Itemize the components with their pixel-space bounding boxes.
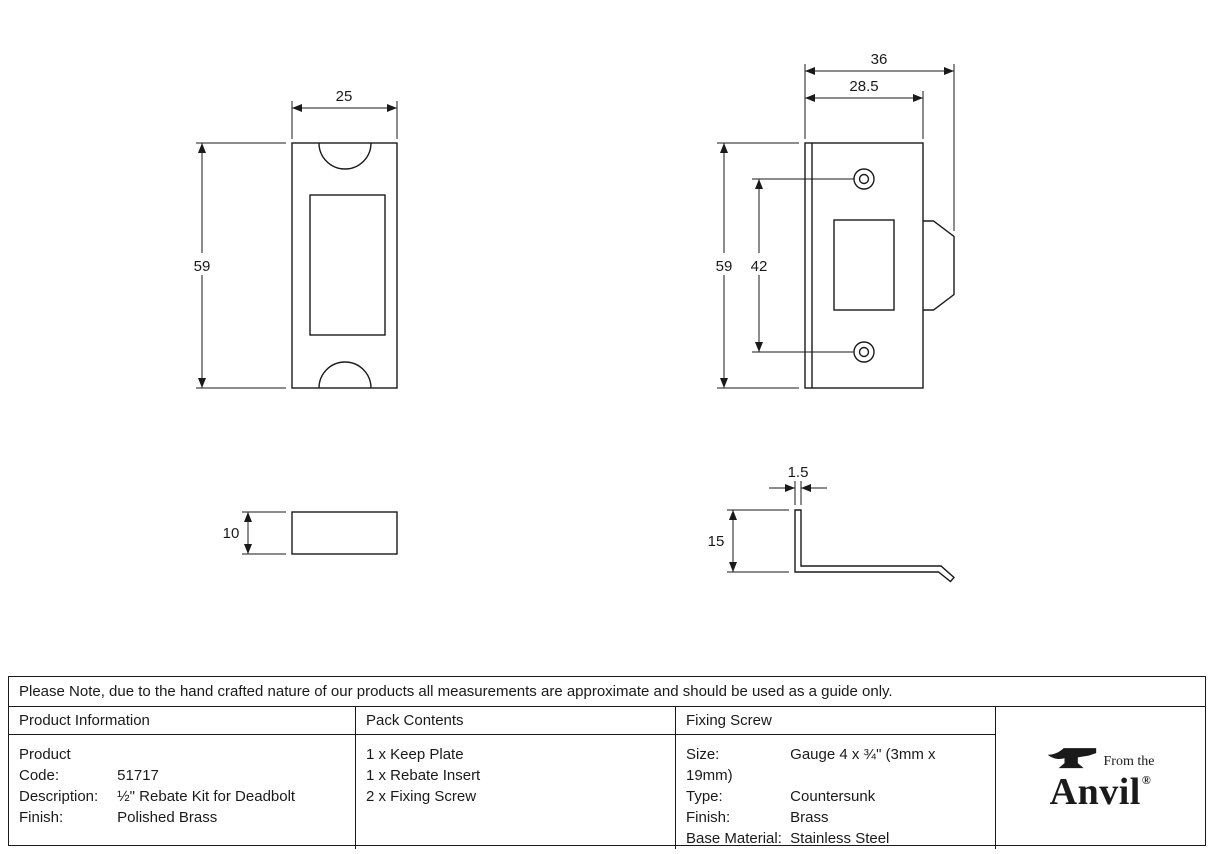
dimension-profile-thickness: 1.5 bbox=[769, 464, 827, 505]
insert-bottom-notch bbox=[318, 361, 372, 389]
extension-lines bbox=[727, 509, 789, 573]
screw-hole-bottom-inner bbox=[858, 346, 870, 358]
product-information-column: Product Information Product Code: 51717 … bbox=[9, 707, 356, 849]
product-code-label: Product Code: bbox=[19, 746, 71, 784]
dimension-label-keep-height: 59 bbox=[716, 258, 733, 275]
fixing-screw-header: Fixing Screw bbox=[676, 707, 995, 735]
logo-name: Anvil bbox=[1049, 770, 1141, 813]
description-label: Description: bbox=[19, 788, 99, 805]
keep-plate-cutout bbox=[833, 219, 895, 311]
dimension-label-mask bbox=[711, 253, 737, 275]
screw-material-row: Base Material: Stainless Steel bbox=[686, 828, 985, 849]
insert-outline bbox=[291, 142, 398, 389]
insert-side-outline bbox=[291, 511, 398, 555]
logo-tagline: From the bbox=[1103, 753, 1155, 769]
drawing-keep-plate-profile: 1.5 15 bbox=[708, 464, 955, 583]
dimension-label-insert-thickness: 10 bbox=[223, 525, 240, 542]
product-code-row: Product Code: 51717 bbox=[19, 744, 345, 786]
screw-size-row: Size: Gauge 4 x ¾" (3mm x 19mm) bbox=[686, 744, 985, 786]
registered-trademark-symbol: ® bbox=[1141, 772, 1152, 787]
screw-hole-top-outer bbox=[853, 168, 875, 190]
dimension-hole-spacing: 42 bbox=[746, 178, 854, 353]
insert-top-notch bbox=[318, 142, 372, 170]
screw-material-label: Base Material: bbox=[686, 830, 782, 847]
keep-plate-outline bbox=[804, 142, 924, 389]
logo-top-row: From the bbox=[1047, 746, 1155, 772]
note-row: Please Note, due to the hand crafted nat… bbox=[9, 677, 1205, 707]
dimension-label-keep-overall-width: 36 bbox=[871, 51, 888, 68]
dimension-keep-overall-width: 36 bbox=[804, 51, 955, 231]
finish-value: Polished Brass bbox=[117, 809, 218, 826]
logo-wordmark: Anvil ® bbox=[1050, 773, 1152, 811]
pack-contents-header: Pack Contents bbox=[356, 707, 675, 735]
insert-center-cutout bbox=[309, 194, 386, 336]
screw-size-label: Size: bbox=[686, 746, 720, 763]
dimension-insert-thickness: 10 bbox=[223, 511, 286, 555]
dimension-label-keep-plate-width: 28.5 bbox=[849, 78, 878, 95]
drawing-rebate-insert-side: 10 bbox=[223, 511, 398, 555]
dimension-insert-height: 59 bbox=[189, 142, 286, 389]
dimension-label-profile-thickness: 1.5 bbox=[788, 464, 809, 481]
technical-drawings: 25 59 36 bbox=[189, 51, 955, 583]
dimension-keep-height: 59 bbox=[711, 142, 799, 389]
pack-item: 1 x Rebate Insert bbox=[366, 767, 481, 784]
dimension-label-mask bbox=[746, 253, 772, 275]
fixing-screw-column: Fixing Screw Size: Gauge 4 x ¾" (3mm x 1… bbox=[676, 707, 996, 849]
dimension-insert-width: 25 bbox=[291, 88, 398, 139]
product-information-body: Product Code: 51717 Description: ½" Reba… bbox=[9, 735, 355, 828]
screw-type-value: Countersunk bbox=[790, 788, 876, 805]
pack-item: 2 x Fixing Screw bbox=[366, 788, 477, 805]
dimension-label-insert-width: 25 bbox=[336, 88, 353, 105]
screw-hole-bottom-outer bbox=[853, 341, 875, 363]
info-table: Product Information Product Code: 51717 … bbox=[9, 707, 1205, 849]
description-value: ½" Rebate Kit for Deadbolt bbox=[117, 788, 296, 805]
product-information-header: Product Information bbox=[9, 707, 355, 735]
extension-lines bbox=[196, 142, 286, 389]
screw-type-row: Type: Countersunk bbox=[686, 786, 985, 807]
extension-lines bbox=[794, 481, 802, 505]
extension-lines bbox=[717, 142, 799, 389]
extension-lines bbox=[752, 178, 854, 353]
fixing-screw-body: Size: Gauge 4 x ¾" (3mm x 19mm) Type: Co… bbox=[676, 735, 995, 849]
screw-finish-label: Finish: bbox=[686, 809, 731, 826]
dimension-profile-leg: 15 bbox=[708, 509, 789, 573]
drawing-keep-plate-front: 36 28.5 59 42 bbox=[711, 51, 955, 389]
drawing-rebate-insert-front: 25 59 bbox=[189, 88, 398, 389]
screw-size-value: Gauge 4 x ¾" (3mm x 19mm) bbox=[686, 746, 936, 784]
product-code-value: 51717 bbox=[117, 767, 159, 784]
dimension-keep-plate-width: 28.5 bbox=[805, 78, 924, 139]
anvil-logo: From the Anvil ® bbox=[1047, 746, 1155, 811]
description-row: Description: ½" Rebate Kit for Deadbolt bbox=[19, 786, 345, 807]
screw-hole-top-inner bbox=[858, 173, 870, 185]
info-panel: Please Note, due to the hand crafted nat… bbox=[8, 676, 1206, 849]
anvil-icon bbox=[1047, 747, 1096, 768]
screw-type-label: Type: bbox=[686, 788, 723, 805]
pack-item: 1 x Keep Plate bbox=[366, 746, 464, 763]
dimension-label-mask bbox=[189, 253, 216, 275]
screw-material-value: Stainless Steel bbox=[790, 830, 890, 847]
finish-label: Finish: bbox=[19, 809, 64, 826]
pack-contents-body: 1 x Keep Plate 1 x Rebate Insert 2 x Fix… bbox=[356, 735, 675, 807]
keep-plate-profile-outline bbox=[794, 509, 955, 583]
extension-lines bbox=[291, 101, 398, 139]
note-text: Please Note, due to the hand crafted nat… bbox=[19, 683, 893, 700]
dimension-label-insert-height: 59 bbox=[194, 258, 211, 275]
dimension-label-hole-spacing: 42 bbox=[751, 258, 768, 275]
keep-plate-tab bbox=[923, 220, 955, 311]
logo-cell: From the Anvil ® bbox=[996, 707, 1205, 849]
extension-lines bbox=[804, 64, 955, 231]
screw-finish-row: Finish: Brass bbox=[686, 807, 985, 828]
extension-lines bbox=[242, 511, 286, 555]
pack-contents-column: Pack Contents 1 x Keep Plate 1 x Rebate … bbox=[356, 707, 676, 849]
dimension-label-profile-leg: 15 bbox=[708, 533, 725, 550]
finish-row: Finish: Polished Brass bbox=[19, 807, 345, 828]
screw-finish-value: Brass bbox=[790, 809, 829, 826]
